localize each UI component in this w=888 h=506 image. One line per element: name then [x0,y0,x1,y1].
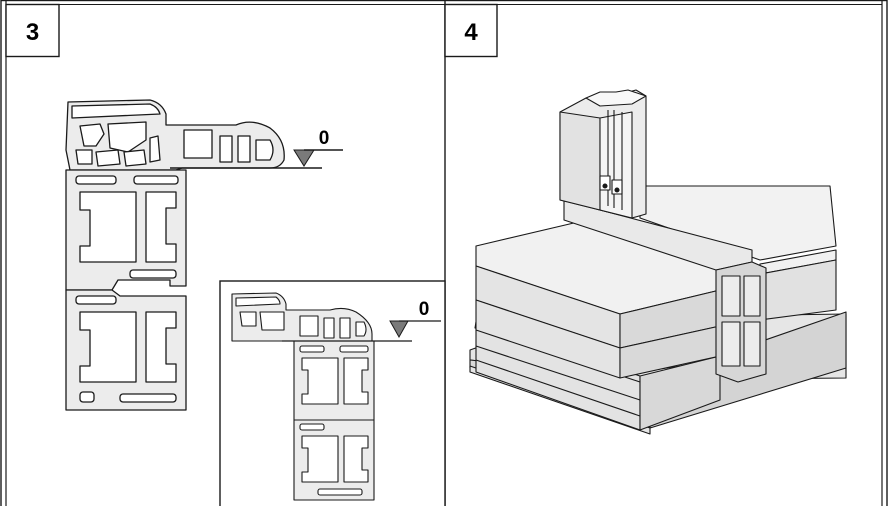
frame-end-chamber-c [721,321,741,367]
level-label-0: 0 [319,128,330,149]
small-cap-chamber-a [299,315,319,337]
small-frame-slot-a [299,345,325,353]
frame-slot-b [133,175,179,185]
frame-end-chamber-d [743,321,761,367]
frame-slot-e [79,391,95,403]
panel-3: 3 [5,3,446,506]
cap-chamber-c [237,135,251,163]
sash-chamber-b [107,121,147,153]
cap-chamber-d [255,139,274,161]
frame-end-chamber-a [721,275,741,317]
small-frame-chamber-d [343,435,369,483]
small-frame-slot-b [339,345,369,353]
small-frame-chamber-b [343,357,369,405]
small-sash-chamber-b [259,311,285,331]
mullion-screw-b [614,187,620,193]
mullion-bracket-a [599,175,611,191]
frame-slot-f [119,393,177,403]
small-sash-chamber-a [239,311,257,327]
frame-slot-a [75,175,117,185]
sash-chamber-e [123,149,147,167]
level-triangle [293,149,315,167]
mullion-left-face [559,111,601,211]
frame-chamber-left-lower [79,311,137,383]
lower-block-layer-b [475,359,641,417]
mullion-right-face [599,111,633,219]
sash-chamber-c [149,135,161,163]
small-frame-chamber-a [301,357,339,405]
lower-block-side [639,355,721,431]
sash-chamber-a [79,123,105,147]
small-sash-top [235,296,281,307]
mullion-screw-a [602,183,608,189]
frame-chamber-left [79,191,137,263]
cap-chamber-a [183,129,213,159]
small-frame-slot-d [317,488,363,496]
frame-end-chamber-b [743,275,761,317]
isometric-installation-view [469,89,847,435]
small-frame-slot-c [299,423,325,431]
frame-slot-d [75,295,117,305]
step-number-box [5,3,60,58]
mullion-top [585,89,647,107]
small-cap-chamber-d [355,321,367,337]
large-profile-cross-section [65,99,285,411]
lower-block-layer-a [475,345,641,401]
inset-level-label-0: 0 [419,299,430,320]
cap-chamber-b [219,135,233,163]
panel-4: 4 [444,3,847,435]
small-cap-chamber-c [339,317,351,339]
sash-chamber-d [95,149,121,167]
frame-chamber-right-lower [145,311,177,383]
step-number-box [444,3,498,58]
sash-top-chamber [71,103,161,119]
small-frame-chamber-c [301,435,339,483]
frame-chamber-right [145,191,177,263]
sash-chamber-f [75,149,93,165]
step-number-4: 4 [464,19,478,46]
step-number-3: 3 [26,19,39,46]
mullion-bracket-b [611,179,623,195]
small-cap-chamber-b [323,317,335,339]
frame-slot-c [129,269,177,279]
